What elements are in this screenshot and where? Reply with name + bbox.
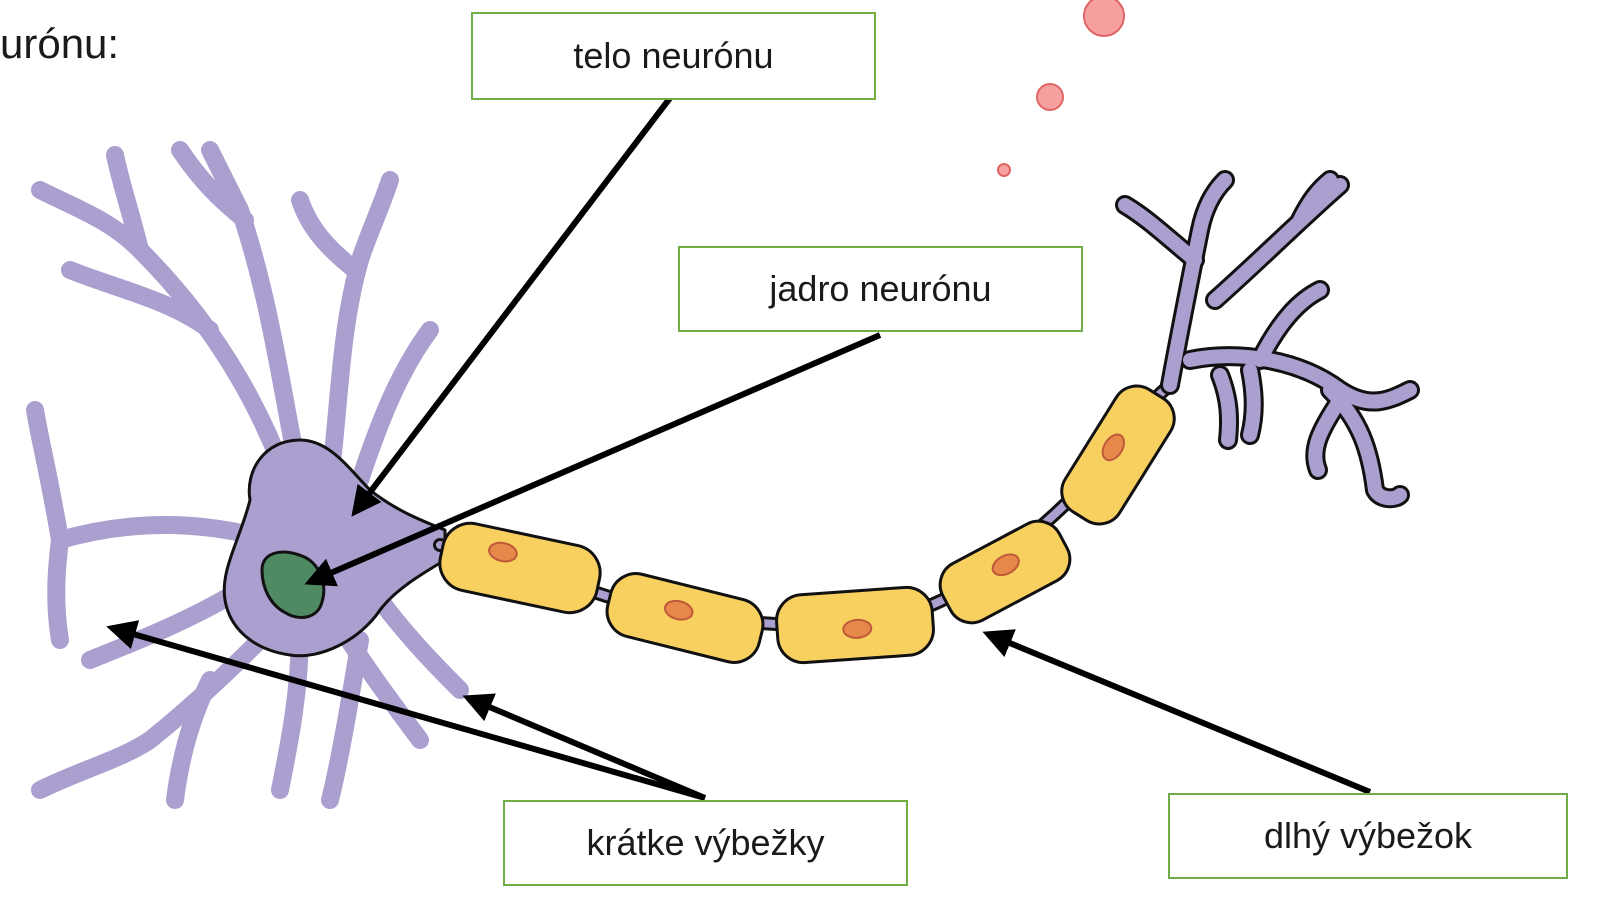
soma-body: [224, 440, 445, 656]
myelin-segment-2: [602, 568, 769, 668]
myelin-segment-3: [775, 586, 935, 665]
label-axon: dlhý výbežok: [1168, 793, 1568, 879]
bubble-small: [998, 164, 1010, 176]
myelin-segment-5: [1053, 377, 1184, 533]
label-dendrites: krátke výbežky: [503, 800, 908, 886]
label-cell-body: telo neurónu: [471, 12, 876, 100]
myelin-sheaths: [435, 377, 1184, 668]
label-dendrites-text: krátke výbežky: [586, 822, 824, 864]
bubble-large: [1084, 0, 1124, 36]
bubble-medium: [1037, 84, 1063, 110]
label-axon-text: dlhý výbežok: [1264, 815, 1472, 857]
dendrites: [35, 150, 460, 800]
label-nucleus-text: jadro neurónu: [769, 268, 991, 310]
slide-heading-fragment: urónu:: [0, 20, 119, 68]
axon-terminals: [1125, 180, 1410, 498]
neuron-soma: [35, 150, 460, 800]
myelin-segment-1: [435, 518, 606, 618]
decorative-bubbles: [998, 0, 1124, 176]
label-cell-body-text: telo neurónu: [573, 35, 773, 77]
myelin-segment-4: [932, 513, 1079, 631]
arrow-dendrites-right: [468, 698, 705, 798]
arrow-axon: [988, 634, 1370, 792]
arrow-cell-body: [355, 98, 670, 512]
label-nucleus: jadro neurónu: [678, 246, 1083, 332]
